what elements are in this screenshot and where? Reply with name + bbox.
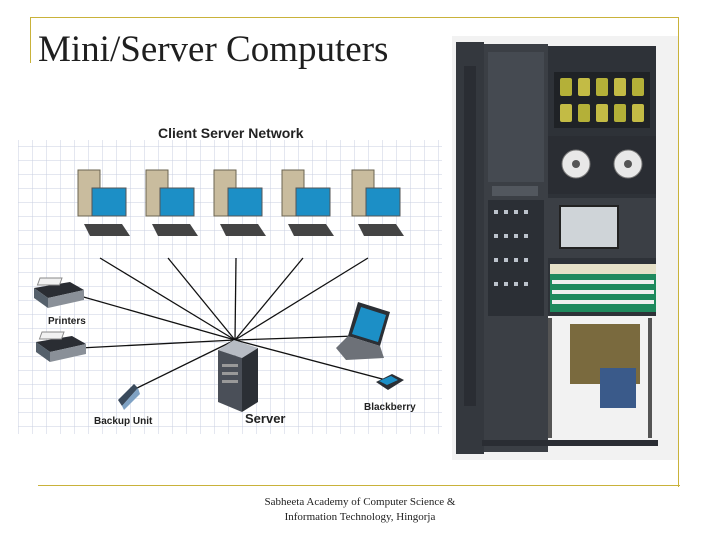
mini-computer-photo bbox=[452, 36, 678, 460]
top-rule bbox=[30, 17, 678, 18]
server-label: Server bbox=[245, 411, 285, 426]
server-icon bbox=[218, 340, 258, 412]
backup-unit-icon bbox=[118, 384, 140, 410]
diagram-title: Client Server Network bbox=[158, 125, 304, 141]
printer-icon bbox=[34, 277, 84, 308]
workstation bbox=[213, 169, 266, 236]
printers-label: Printers bbox=[48, 316, 86, 327]
right-rule bbox=[678, 17, 679, 487]
network-links bbox=[79, 257, 387, 391]
blackberry-icon bbox=[376, 374, 404, 390]
laptop-icon bbox=[336, 302, 390, 360]
printer-icon bbox=[36, 331, 86, 362]
client-server-network-diagram: Client Server Network bbox=[18, 125, 442, 434]
bottom-rule bbox=[38, 485, 680, 486]
backup-unit-label: Backup Unit bbox=[94, 416, 153, 427]
workstation bbox=[145, 169, 198, 236]
workstation bbox=[351, 169, 404, 236]
reel-drives bbox=[548, 136, 656, 194]
footer-line-1: Sabheeta Academy of Computer Science & bbox=[264, 496, 456, 508]
lower-frame bbox=[548, 318, 652, 438]
workstation bbox=[77, 169, 130, 236]
footer-line-2: Information Technology, Hingorja bbox=[284, 511, 436, 523]
crt-monitor bbox=[548, 198, 656, 258]
switch-panel bbox=[488, 200, 544, 316]
console-keypad bbox=[550, 264, 656, 312]
slide-footer: Sabheeta Academy of Computer Science & I… bbox=[230, 495, 490, 525]
tape-reels bbox=[554, 72, 650, 128]
workstation bbox=[281, 169, 334, 236]
blackberry-label: Blackberry bbox=[364, 402, 416, 413]
slide-title: Mini/Server Computers bbox=[38, 29, 389, 70]
left-rule bbox=[30, 17, 31, 63]
